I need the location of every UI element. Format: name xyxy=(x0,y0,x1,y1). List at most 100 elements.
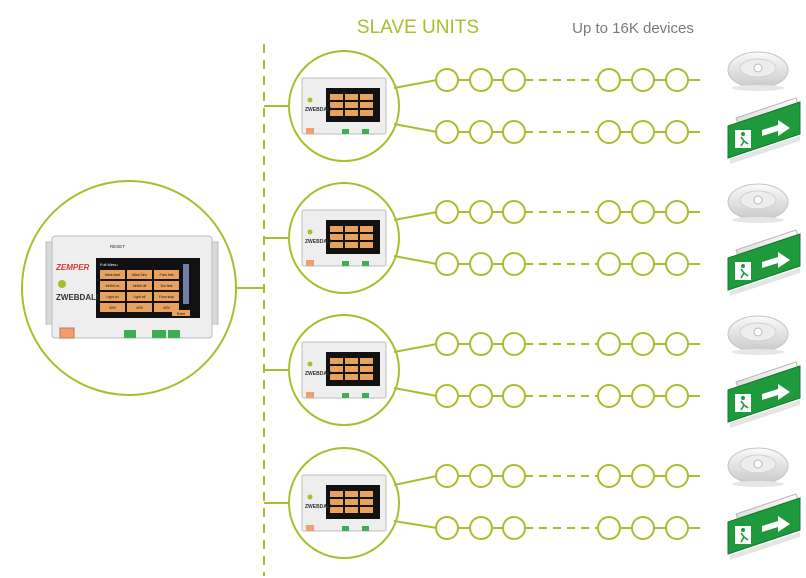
devices-count-caption: Up to 16K devices xyxy=(572,20,694,37)
svg-text:Mant Sinc: Mant Sinc xyxy=(132,273,147,277)
svg-text:40%: 40% xyxy=(109,306,116,310)
slave-product-label: ZWEBDALI xyxy=(305,239,332,245)
slave-device: ZWEBDALI xyxy=(302,78,386,134)
master-screen-title: Full Menu xyxy=(100,262,118,267)
device-node xyxy=(503,201,525,223)
slave-product-label: ZWEBDALI xyxy=(305,107,332,113)
device-node xyxy=(436,69,458,91)
svg-text:Mant start: Mant start xyxy=(105,273,120,277)
slave-product-label: ZWEBDALI xyxy=(305,371,332,377)
slave-units-title: SLAVE UNITS xyxy=(357,17,479,38)
device-node xyxy=(666,121,688,143)
bus-branches xyxy=(264,106,288,503)
svg-text:Light on: Light on xyxy=(106,295,118,299)
slave-unit-3: ZWEBDALI xyxy=(289,315,399,425)
device-chain xyxy=(394,465,700,487)
device-node xyxy=(436,517,458,539)
emergency-downlight-icon xyxy=(728,184,788,223)
device-chain xyxy=(394,517,700,539)
device-node xyxy=(598,385,620,407)
device-node xyxy=(598,201,620,223)
device-node xyxy=(598,121,620,143)
device-node xyxy=(436,385,458,407)
device-node xyxy=(666,465,688,487)
slave-product-label: ZWEBDALI xyxy=(305,504,332,510)
device-node xyxy=(632,517,654,539)
device-node xyxy=(666,201,688,223)
device-chain xyxy=(394,385,700,407)
device-node xyxy=(598,253,620,275)
device-chain xyxy=(394,121,700,143)
slave-device: ZWEBDALI xyxy=(302,210,386,266)
device-chain xyxy=(394,253,700,275)
zemper-logo: ZEMPER xyxy=(55,263,90,272)
device-chains xyxy=(394,69,700,539)
device-node xyxy=(632,201,654,223)
slave-device: ZWEBDALI xyxy=(302,342,386,398)
master-screen-button: Inhibit on xyxy=(100,281,125,290)
svg-text:Inhibit on: Inhibit on xyxy=(106,284,120,288)
svg-text:Dur test: Dur test xyxy=(161,284,173,288)
device-node xyxy=(598,69,620,91)
exit-sign-icon xyxy=(728,362,800,428)
emergency-downlight-icon xyxy=(728,52,788,91)
master-screen-button: Light off xyxy=(127,292,152,301)
status-led xyxy=(58,280,66,288)
device-node xyxy=(598,465,620,487)
device-node xyxy=(470,69,492,91)
device-node xyxy=(436,121,458,143)
device-node xyxy=(632,333,654,355)
device-node xyxy=(470,385,492,407)
device-node xyxy=(503,333,525,355)
slave-device: ZWEBDALI xyxy=(302,475,386,531)
device-node xyxy=(503,121,525,143)
master-screen-button: Func test xyxy=(154,270,179,279)
device-node xyxy=(436,201,458,223)
device-node xyxy=(470,333,492,355)
master-screen-button: Mant start xyxy=(100,270,125,279)
device-node xyxy=(666,333,688,355)
device-chain xyxy=(394,333,700,355)
svg-text:Inhibit off: Inhibit off xyxy=(133,284,147,288)
device-node xyxy=(598,517,620,539)
device-node xyxy=(632,121,654,143)
device-node xyxy=(470,253,492,275)
device-chain xyxy=(394,201,700,223)
svg-text:Func stop: Func stop xyxy=(159,295,174,299)
device-node xyxy=(436,253,458,275)
device-node xyxy=(666,253,688,275)
emergency-downlight-icon xyxy=(728,316,788,355)
device-node xyxy=(470,517,492,539)
svg-text:Light off: Light off xyxy=(133,295,145,299)
master-screen-button: Inhibit off xyxy=(127,281,152,290)
device-node xyxy=(632,253,654,275)
emergency-downlight-icon xyxy=(728,448,788,487)
device-node xyxy=(503,69,525,91)
device-node xyxy=(470,201,492,223)
reset-label: RESET xyxy=(110,244,125,249)
device-node xyxy=(503,385,525,407)
slave-unit-1: ZWEBDALI xyxy=(289,51,399,161)
device-node xyxy=(632,385,654,407)
exit-sign-icon xyxy=(728,494,800,560)
device-node xyxy=(503,517,525,539)
slave-unit-4: ZWEBDALI xyxy=(289,448,399,558)
slave-unit-2: ZWEBDALI xyxy=(289,183,399,293)
svg-text:40%: 40% xyxy=(136,306,143,310)
device-node xyxy=(470,465,492,487)
device-node xyxy=(632,465,654,487)
master-screen-button: Dur test xyxy=(154,281,179,290)
device-node xyxy=(666,69,688,91)
master-confirm-button: Enter xyxy=(177,312,186,316)
device-node xyxy=(666,517,688,539)
exit-sign-icon xyxy=(728,98,800,164)
device-chain xyxy=(394,69,700,91)
master-screen-button: Light on xyxy=(100,292,125,301)
svg-text:Func test: Func test xyxy=(160,273,174,277)
master-screen-button: Func stop xyxy=(154,292,179,301)
device-icons xyxy=(728,52,800,560)
slave-units: ZWEBDALI ZWEBDALI ZWEBDALI ZWEBDALI xyxy=(289,51,399,558)
device-node xyxy=(598,333,620,355)
